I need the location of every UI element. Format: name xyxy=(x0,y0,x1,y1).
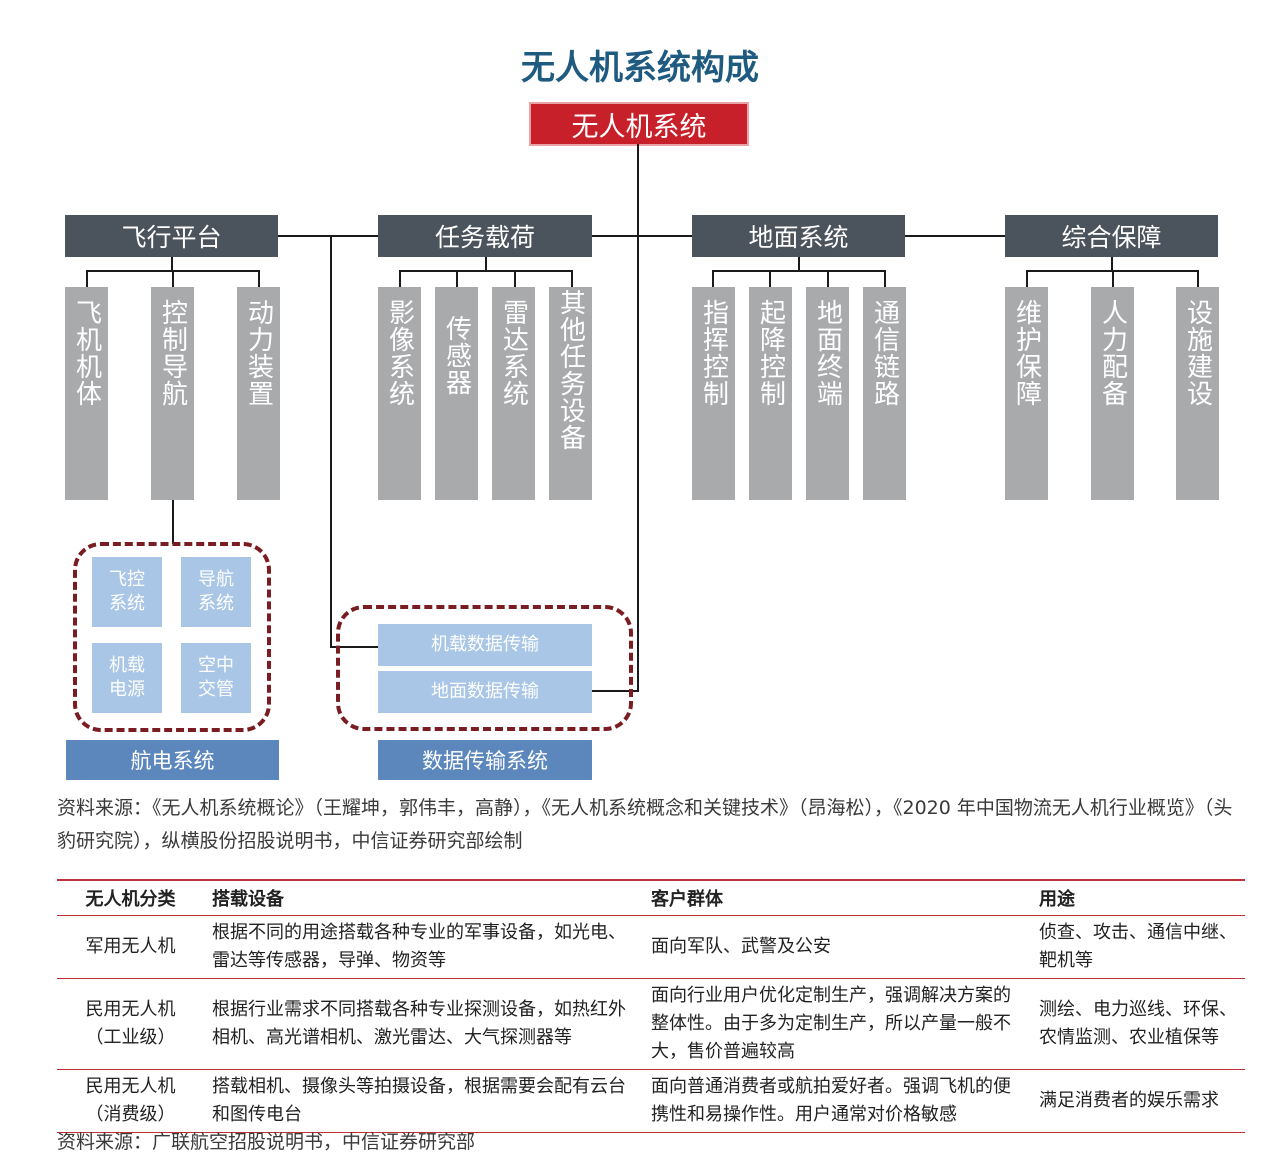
avionics-power-label: 机载 电源 xyxy=(109,655,145,700)
connector xyxy=(278,235,1006,237)
avionics-flight-control: 飞控 系统 xyxy=(92,557,162,627)
avionics-group xyxy=(73,542,271,732)
source-note-table: 资料来源：广联航空招股说明书，中信证券研究部 xyxy=(57,1131,476,1153)
connector xyxy=(330,235,332,648)
connector xyxy=(1026,270,1028,287)
connector xyxy=(712,270,714,287)
leaf-communication-link: 通信链路 xyxy=(863,287,906,500)
table-row: 军用无人机 根据不同的用途搭载各种专业的军事设备，如光电、雷达等传感器，导弹、物… xyxy=(57,915,1245,979)
connector xyxy=(712,270,885,272)
connector xyxy=(637,144,639,692)
avionics-system-label: 航电系统 xyxy=(66,740,279,780)
header-usage: 用途 xyxy=(1031,879,1245,916)
category-mission-payload: 任务载荷 xyxy=(378,215,592,257)
leaf-ground-terminal: 地面终端 xyxy=(806,287,849,500)
connector xyxy=(571,270,573,287)
connector xyxy=(514,270,516,287)
leaf-other-mission-equipment: 其他任务设备 xyxy=(549,287,592,500)
leaf-maintenance: 维护保障 xyxy=(1005,287,1048,500)
header-category: 无人机分类 xyxy=(57,879,204,916)
header-equipment: 搭载设备 xyxy=(204,879,643,916)
connector xyxy=(769,270,771,287)
connector xyxy=(1111,257,1113,271)
cell-equipment: 根据不同的用途搭载各种专业的军事设备，如光电、雷达等传感器，导弹、物资等 xyxy=(204,915,643,979)
table-row: 民用无人机 （工业级） 根据行业需求不同搭载各种专业探测设备，如热红外相机、高光… xyxy=(57,978,1245,1070)
leaf-power-unit: 动力装置 xyxy=(237,287,280,500)
avionics-air-traffic-label: 空中 交管 xyxy=(198,655,234,700)
connector xyxy=(884,270,886,287)
leaf-facilities: 设施建设 xyxy=(1176,287,1219,500)
leaf-control-navigation: 控制导航 xyxy=(151,287,194,500)
root-node: 无人机系统 xyxy=(531,104,747,144)
cell-usage: 侦查、攻击、通信中继、靶机等 xyxy=(1031,915,1245,979)
cell-customers: 面向普通消费者或航拍爱好者。强调飞机的便携性和易操作性。用户通常对价格敏感 xyxy=(643,1069,1031,1133)
table-header-row: 无人机分类 搭载设备 客户群体 用途 xyxy=(57,879,1245,916)
avionics-navigation: 导航 系统 xyxy=(181,557,251,627)
avionics-flight-control-label: 飞控 系统 xyxy=(109,569,145,614)
leaf-command-control: 指挥控制 xyxy=(692,287,735,500)
avionics-air-traffic: 空中 交管 xyxy=(181,643,251,713)
connector xyxy=(330,646,378,648)
connector xyxy=(399,270,572,272)
connector xyxy=(1112,270,1114,287)
header-customers: 客户群体 xyxy=(643,879,1031,916)
datalink-system-label: 数据传输系统 xyxy=(378,740,592,780)
leaf-radar-system: 雷达系统 xyxy=(492,287,535,500)
cell-customers: 面向军队、武警及公安 xyxy=(643,915,1031,979)
uav-classification-table: 无人机分类 搭载设备 客户群体 用途 军用无人机 根据不同的用途搭载各种专业的军… xyxy=(57,879,1245,1133)
cell-usage: 满足消费者的娱乐需求 xyxy=(1031,1069,1245,1133)
leaf-airframe: 飞机机体 xyxy=(65,287,108,500)
connector xyxy=(399,270,401,287)
category-flight-platform: 飞行平台 xyxy=(65,215,278,257)
cell-customers: 面向行业用户优化定制生产，强调解决方案的整体性。由于多为定制生产，所以产量一般不… xyxy=(643,978,1031,1070)
avionics-power: 机载 电源 xyxy=(92,643,162,713)
connector xyxy=(485,257,487,271)
leaf-imaging-system: 影像系统 xyxy=(378,287,421,500)
datalink-ground: 地面数据传输 xyxy=(378,671,592,713)
cell-category: 民用无人机 （工业级） xyxy=(57,978,204,1070)
cell-category: 民用无人机 （消费级） xyxy=(57,1069,204,1133)
leaf-takeoff-landing-control: 起降控制 xyxy=(749,287,792,500)
category-ground-system: 地面系统 xyxy=(692,215,905,257)
connector xyxy=(86,270,88,287)
leaf-staffing: 人力配备 xyxy=(1091,287,1134,500)
datalink-airborne: 机载数据传输 xyxy=(378,624,592,666)
cell-usage: 测绘、电力巡线、环保、农情监测、农业植保等 xyxy=(1031,978,1245,1070)
leaf-sensor: 传感器 xyxy=(435,287,478,500)
connector xyxy=(1197,270,1199,287)
cell-equipment: 根据行业需求不同搭载各种专业探测设备，如热红外相机、高光谱相机、激光雷达、大气探… xyxy=(204,978,643,1070)
connector xyxy=(171,257,173,271)
connector xyxy=(592,690,638,692)
connector xyxy=(172,270,174,287)
connector xyxy=(456,270,458,287)
diagram-title: 无人机系统构成 xyxy=(521,48,759,88)
connector xyxy=(798,257,800,271)
cell-category: 军用无人机 xyxy=(57,915,204,979)
cell-equipment: 搭载相机、摄像头等拍摄设备，根据需要会配有云台和图传电台 xyxy=(204,1069,643,1133)
connector xyxy=(258,270,260,287)
connector xyxy=(172,500,174,544)
connector xyxy=(827,270,829,287)
avionics-navigation-label: 导航 系统 xyxy=(198,569,234,614)
table-row: 民用无人机 （消费级） 搭载相机、摄像头等拍摄设备，根据需要会配有云台和图传电台… xyxy=(57,1069,1245,1133)
datalink-group xyxy=(336,605,633,731)
source-note-diagram: 资料来源：《无人机系统概论》（王耀坤，郭伟丰，高静），《无人机系统概念和关键技术… xyxy=(57,797,1233,852)
category-support: 综合保障 xyxy=(1005,215,1218,257)
